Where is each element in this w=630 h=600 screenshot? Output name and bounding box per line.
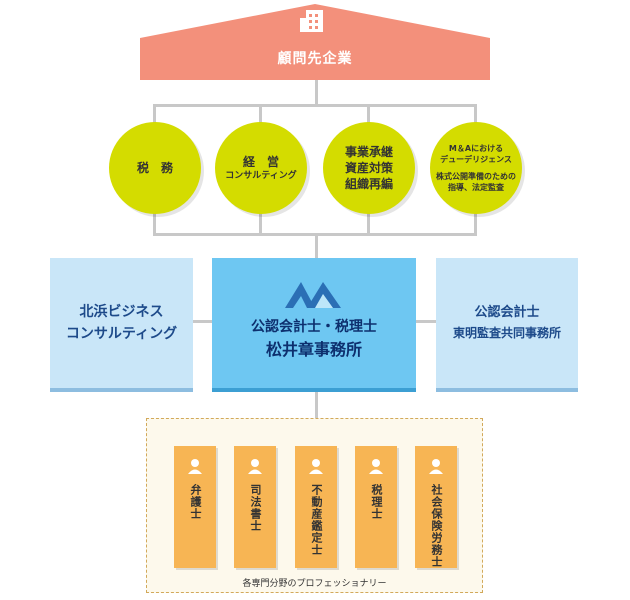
service-ma-sub1: 株式公開準備のための xyxy=(436,172,516,181)
service-management-label: 経 営 xyxy=(242,155,279,169)
pro-real-estate-appraiser: 不動産鑑定士 xyxy=(295,446,337,568)
service-succession: 事業承継 資産対策 組織再編 xyxy=(323,122,415,214)
service-ma-sub2: 指導、法定監査 xyxy=(448,183,504,192)
pro-labor-consultant: 社会保険労務士 xyxy=(415,446,457,568)
person-icon xyxy=(188,459,202,474)
partner-kitahama-line1: 北浜ビジネス xyxy=(79,304,164,320)
pro-labor-consultant-title: 社会保険労務士 xyxy=(430,484,443,568)
pro-tax-accountant: 税理士 xyxy=(355,446,397,568)
partner-kitahama: 北浜ビジネス コンサルティング xyxy=(50,258,193,392)
service-tax-label: 税 務 xyxy=(136,161,173,175)
connector-c2-bottom xyxy=(259,212,262,234)
pro-judicial-scrivener: 司法書士 xyxy=(234,446,276,568)
pro-lawyer-title: 弁護士 xyxy=(189,484,202,520)
person-icon xyxy=(248,459,262,474)
partner-toumei-line2: 東明監査共同事務所 xyxy=(452,326,561,340)
connector-left-partner xyxy=(193,320,213,323)
client-label: 顧問先企業 xyxy=(277,51,353,67)
connector-to-center xyxy=(315,234,318,260)
center-office-line1: 公認会計士・税理士 xyxy=(251,319,377,335)
partner-toumei: 公認会計士 東明監査共同事務所 xyxy=(436,258,578,392)
person-icon xyxy=(369,459,383,474)
person-icon xyxy=(429,459,443,474)
connector-c3-bottom xyxy=(367,212,370,234)
service-ma: M＆Aにおける デューデリジェンス 株式公開準備のための 指導、法定監査 xyxy=(430,122,522,214)
center-office-line2: 松井章事務所 xyxy=(265,340,362,359)
service-ma-line1: M＆Aにおける xyxy=(448,144,504,153)
connector-right-partner xyxy=(416,320,436,323)
connector-services-top xyxy=(153,104,477,107)
pro-judicial-scrivener-title: 司法書士 xyxy=(249,484,262,532)
service-ma-line2: デューデリジェンス xyxy=(440,155,512,164)
service-management-consulting: 経 営 コンサルティング xyxy=(215,122,307,214)
pro-lawyer: 弁護士 xyxy=(174,446,216,568)
connector-c1-bottom xyxy=(153,212,156,234)
service-succession-line2: 資産対策 xyxy=(344,161,393,175)
client-roof xyxy=(140,4,490,80)
connector-center-down xyxy=(315,392,318,434)
service-succession-line3: 組織再編 xyxy=(344,177,393,191)
building-icon xyxy=(300,10,323,32)
pro-real-estate-appraiser-title: 不動産鑑定士 xyxy=(310,484,323,556)
service-tax: 税 務 xyxy=(109,122,201,214)
connector-c2-top xyxy=(259,104,262,126)
center-office: 公認会計士・税理士 松井章事務所 xyxy=(212,258,416,392)
connector-c4-bottom xyxy=(474,212,477,234)
connector-roof-down xyxy=(315,80,318,106)
person-icon xyxy=(309,459,323,474)
service-succession-line1: 事業承継 xyxy=(344,145,393,159)
professionals-label: 各専門分野のプロフェッショナリー xyxy=(242,579,387,589)
pro-tax-accountant-title: 税理士 xyxy=(370,484,383,520)
partner-toumei-line1: 公認会計士 xyxy=(474,305,540,320)
connector-c4-top xyxy=(474,104,477,126)
service-management-sub: コンサルティング xyxy=(225,171,297,181)
partner-kitahama-line2: コンサルティング xyxy=(65,326,178,342)
office-logo xyxy=(285,282,341,308)
connector-c1-top xyxy=(153,104,156,126)
connector-c3-top xyxy=(367,104,370,126)
